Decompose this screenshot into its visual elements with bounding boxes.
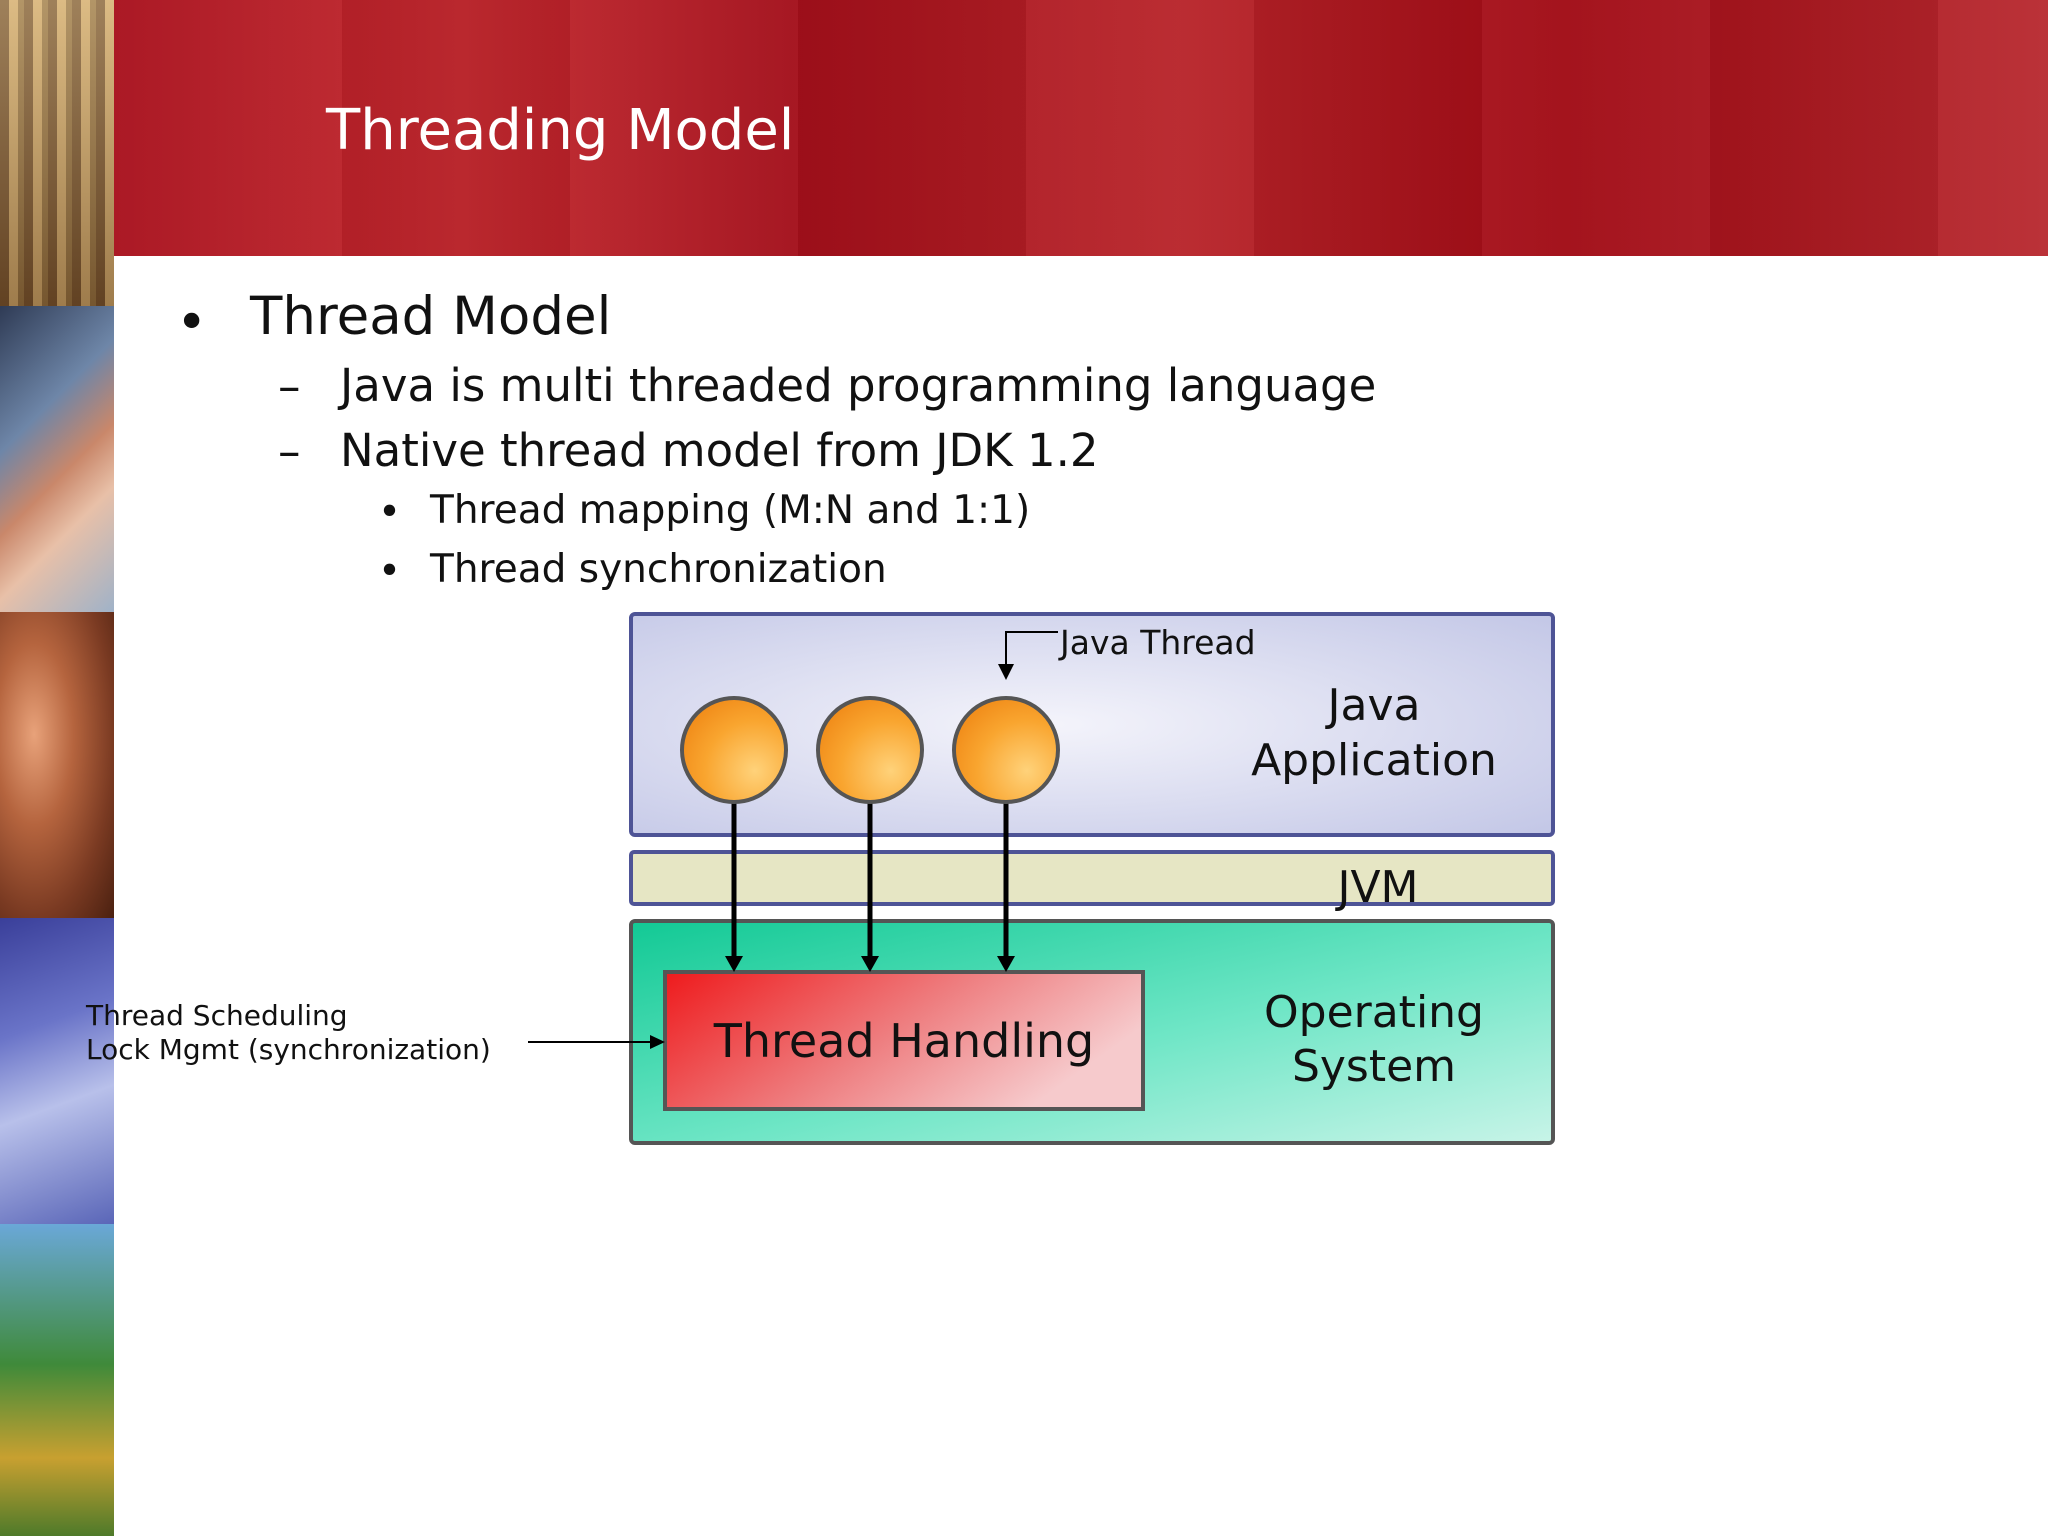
java-thread-label: Java Thread: [1058, 623, 1256, 662]
jvm-label: JVM: [1334, 862, 1418, 913]
thread-connector-arrowhead: [861, 956, 879, 972]
keypad-image: [0, 612, 114, 918]
bullet-thread-synchronization: Thread synchronization: [430, 547, 887, 592]
left-note-line2: Lock Mgmt (synchronization): [86, 1033, 491, 1066]
dash-marker: –: [278, 360, 301, 413]
java-thread-callout-arrowhead: [998, 664, 1014, 680]
java-app-label-line1: Java: [1325, 680, 1421, 731]
lab-test-tubes-image: [0, 1224, 114, 1536]
java-thread-circle: [952, 696, 1060, 804]
thread-handling-box: [663, 970, 1145, 1111]
dash-marker: –: [278, 425, 301, 478]
java-thread-circle: [680, 696, 788, 804]
os-label-line1: Operating: [1264, 987, 1484, 1038]
bullet-native-thread-model: Native thread model from JDK 1.2: [340, 424, 1099, 477]
bullet-marker: •: [176, 292, 208, 353]
left-note-line1: Thread Scheduling: [85, 999, 348, 1032]
bullet-java-multithreaded: Java is multi threaded programming langu…: [340, 359, 1377, 412]
hand-device-image: [0, 306, 114, 612]
os-label-line2: System: [1292, 1041, 1456, 1092]
slide-title: Threading Model: [326, 98, 795, 163]
sub-bullet-marker: •: [378, 490, 402, 535]
thread-handling-label: Thread Handling: [713, 1014, 1095, 1068]
jvm-layer-box: [629, 850, 1555, 906]
bullet-thread-mapping: Thread mapping (M:N and 1:1): [430, 488, 1031, 533]
java-app-label-line2: Application: [1251, 735, 1497, 786]
decorative-photo-strip: [0, 0, 114, 1536]
note-arrow-arrowhead: [650, 1035, 665, 1049]
sub-bullet-marker: •: [378, 549, 402, 594]
warehouse-shelves-image: [0, 0, 114, 306]
bullet-thread-model: Thread Model: [250, 286, 612, 347]
thread-connector-arrowhead: [997, 956, 1015, 972]
java-thread-circle: [816, 696, 924, 804]
slide-header-band: [114, 0, 2048, 256]
thread-connector-arrowhead: [725, 956, 743, 972]
java-thread-callout-line: [1005, 631, 1058, 672]
office-worker-image: [0, 918, 114, 1224]
